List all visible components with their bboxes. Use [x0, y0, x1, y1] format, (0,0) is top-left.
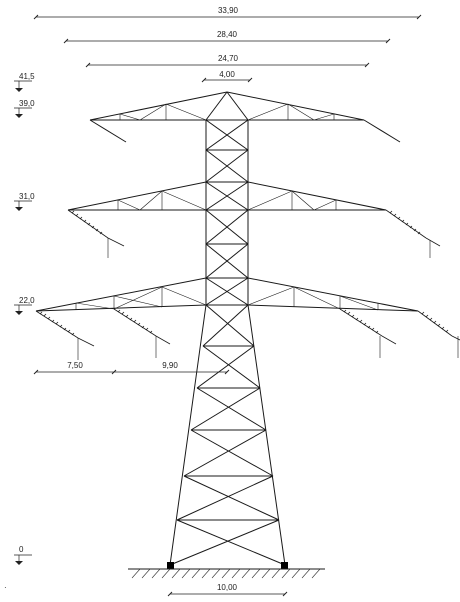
dimension-width-upper-label: 28,40 — [217, 30, 238, 39]
middle-crossarm — [67, 181, 387, 211]
dimension-width-peak-label: 4,00 — [219, 70, 235, 79]
elevation-middle-arm-label: 31,0 — [19, 192, 35, 201]
tower-body — [169, 119, 286, 566]
dimension-span-inner: 9,90 — [114, 361, 230, 375]
dimension-base: 10,00 — [167, 583, 288, 597]
top-crossarm — [89, 91, 401, 143]
elevation-lower-arm-marker: 22,0 — [14, 296, 35, 315]
ground-line — [128, 568, 325, 579]
dimension-base-label: 10,00 — [217, 583, 238, 592]
dimension-width-upper: 28,40 — [63, 30, 391, 44]
dimension-width-total: 33,90 — [33, 6, 422, 20]
dimension-span-inner-label: 9,90 — [162, 361, 178, 370]
dimension-width-top-label: 24,70 — [218, 54, 239, 63]
insulator-strings — [35, 209, 460, 360]
dimension-span-outer: 7,50 — [33, 361, 117, 375]
lower-crossarm — [35, 277, 419, 312]
elevation-ground-label: 0 — [19, 545, 24, 554]
elevation-top-arm-marker: 39,0 — [14, 99, 35, 118]
elevation-peak-marker: 41,5 — [14, 72, 35, 92]
dimension-width-top: 24,70 — [85, 54, 370, 68]
foundation-footings — [167, 562, 288, 569]
dimension-width-peak: 4,00 — [201, 70, 253, 83]
elevation-top-arm-label: 39,0 — [19, 99, 35, 108]
stray-mark: · — [4, 583, 7, 592]
elevation-middle-arm-marker: 31,0 — [14, 192, 35, 211]
dimension-width-total-label: 33,90 — [218, 6, 239, 15]
dimension-span-outer-label: 7,50 — [67, 361, 83, 370]
elevation-lower-arm-label: 22,0 — [19, 296, 35, 305]
elevation-ground-marker: 0 — [14, 545, 32, 565]
elevation-peak-label: 41,5 — [19, 72, 35, 81]
